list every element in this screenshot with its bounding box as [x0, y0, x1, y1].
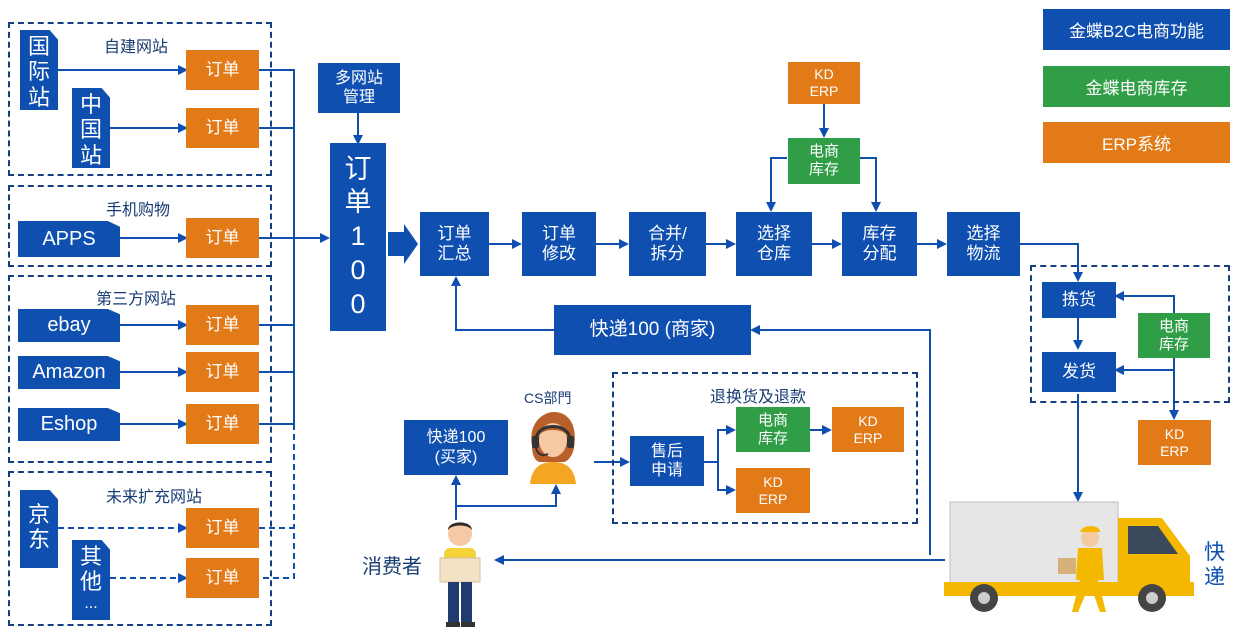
ec-inventory-top-box: 电商库存	[788, 138, 860, 184]
site-china-tag: 中 国 站	[72, 88, 110, 168]
order100-box: 订 单 1 0 0	[330, 143, 386, 331]
multi-site-box: 多网站 管理	[318, 63, 400, 113]
shipping-box: 发货	[1042, 352, 1116, 392]
order-box-jd: 订单	[186, 508, 259, 548]
order-box-intl: 订单	[186, 50, 259, 90]
group-third-party-label: 第三方网站	[96, 291, 177, 308]
select-logistics-box: 选择物流	[947, 212, 1020, 276]
group-future-label: 未来扩充网站	[106, 489, 203, 506]
group-self-site	[8, 22, 272, 176]
kuaidi-buyer-box: 快递100(买家)	[404, 420, 508, 475]
group-third-party	[8, 275, 272, 463]
group-warehouse	[1030, 265, 1230, 403]
legend-b2c: 金蝶B2C电商功能	[1043, 9, 1230, 50]
order-box-other: 订单	[186, 558, 259, 598]
kuaidi-merchant-box: 快递100 (商家)	[554, 305, 751, 355]
order-box-ebay: 订单	[186, 305, 259, 345]
ec-inventory-returns-box: 电商库存	[736, 407, 810, 452]
site-intl-tag: 国 际 站	[20, 30, 58, 110]
returns-title: 退换货及退款	[710, 389, 807, 406]
site-eshop-tag: Eshop	[18, 408, 120, 441]
order-box-china: 订单	[186, 108, 259, 148]
order-box-apps: 订单	[186, 218, 259, 258]
group-returns	[612, 372, 918, 524]
select-warehouse-box: 选择仓库	[736, 212, 812, 276]
legend-erp: ERP系统	[1043, 122, 1230, 163]
cs-dept-label: CS部門	[524, 390, 572, 406]
group-mobile	[8, 185, 272, 267]
consumer-label: 消费者	[362, 556, 422, 578]
site-amazon-tag: Amazon	[18, 356, 120, 389]
site-other-tag: 其 他 ...	[72, 540, 110, 620]
after-sales-box: 售后申请	[630, 436, 704, 486]
site-jd-tag: 京 东	[20, 490, 58, 568]
site-apps-tag: APPS	[18, 221, 120, 257]
site-ebay-tag: ebay	[18, 309, 120, 342]
express-label: 快 递	[1204, 541, 1225, 590]
cs-agent-icon	[530, 412, 576, 484]
order-box-amazon: 订单	[186, 352, 259, 392]
group-mobile-label: 手机购物	[106, 202, 171, 219]
merge-split-box: 合并/拆分	[629, 212, 706, 276]
ec-inventory-right-box: 电商库存	[1138, 313, 1210, 358]
picking-box: 拣货	[1042, 282, 1116, 318]
delivery-truck-icon	[944, 501, 1194, 612]
order-summary-box: 订单汇总	[420, 212, 489, 276]
order-box-eshop: 订单	[186, 404, 259, 444]
group-future	[8, 471, 272, 626]
legend-inventory: 金蝶电商库存	[1043, 66, 1230, 107]
group-self-site-label: 自建网站	[104, 39, 169, 56]
consumer-person-icon	[439, 522, 481, 627]
order-modify-box: 订单修改	[522, 212, 596, 276]
stock-allocate-box: 库存分配	[842, 212, 917, 276]
